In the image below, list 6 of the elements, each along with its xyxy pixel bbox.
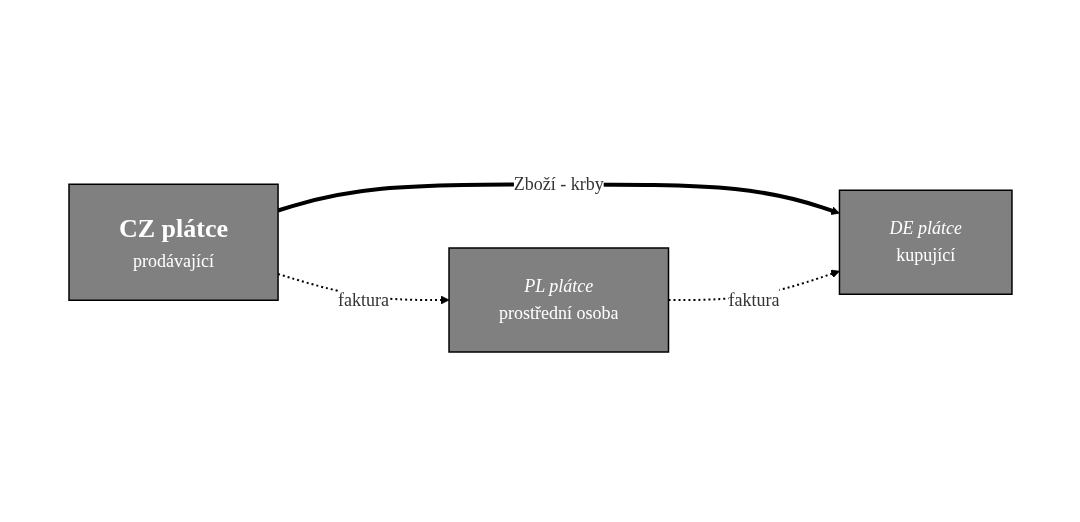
node-box: CZ plátce prodávající <box>67 183 279 301</box>
edge-label: faktura <box>337 289 389 309</box>
edge-label: Zboží - krby <box>513 173 604 194</box>
node-box: DE plátce kupující <box>838 189 1013 295</box>
node-box: PL plátce prostřední osoba <box>447 246 669 353</box>
edge-label: faktura <box>728 289 779 309</box>
